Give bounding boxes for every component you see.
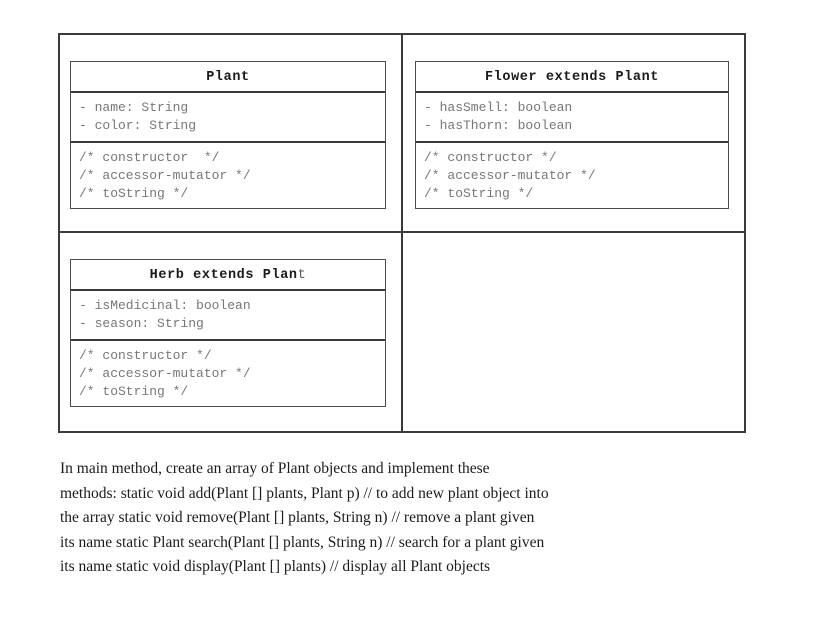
note-line: its name static Plant search(Plant [] pl… (60, 533, 545, 551)
method-line: /* toString */ (79, 384, 189, 399)
attribute-line: - isMedicinal: boolean (79, 298, 251, 313)
attribute-line: - name: String (79, 100, 189, 115)
method-line: /* constructor */ (79, 150, 220, 165)
class-title-flower: Flower extends Plant (416, 62, 728, 93)
class-methods-plant: /* constructor */ /* accessor-mutator */… (71, 143, 385, 209)
class-attributes-plant: - name: String - color: String (71, 93, 385, 143)
class-box-herb: Herb extends Plant - isMedicinal: boolea… (70, 259, 386, 407)
class-title-plant: Plant (71, 62, 385, 93)
class-methods-herb: /* constructor */ /* accessor-mutator */… (71, 341, 385, 407)
note-line: methods: static void add(Plant [] plants… (60, 484, 549, 502)
uml-class-diagram-table: Plant - name: String - color: String /* … (58, 33, 746, 433)
method-line: /* toString */ (79, 186, 189, 201)
diagram-cell-top-right: Flower extends Plant - hasSmell: boolean… (403, 35, 744, 233)
class-title-herb-text: Herb extends Plan (149, 268, 298, 283)
class-title-plant-text: Plant (206, 70, 250, 85)
class-title-herb-tail: t (297, 268, 307, 283)
method-line: /* accessor-mutator */ (424, 168, 596, 183)
diagram-cell-top-left: Plant - name: String - color: String /* … (60, 35, 403, 233)
method-line: /* accessor-mutator */ (79, 366, 251, 381)
method-line: /* constructor */ (79, 348, 212, 363)
attribute-line: - hasSmell: boolean (424, 100, 573, 115)
diagram-cell-bottom-right-empty (403, 233, 744, 431)
class-box-plant: Plant - name: String - color: String /* … (70, 61, 386, 209)
method-line: /* constructor */ (424, 150, 557, 165)
note-line: its name static void display(Plant [] pl… (60, 558, 491, 575)
attribute-line: - season: String (79, 316, 204, 331)
class-attributes-herb: - isMedicinal: boolean - season: String (71, 291, 385, 341)
class-title-flower-text: Flower extends Plant (484, 70, 660, 85)
attribute-line: - hasThorn: boolean (424, 118, 573, 133)
class-attributes-flower: - hasSmell: boolean - hasThorn: boolean (416, 93, 728, 143)
class-title-herb: Herb extends Plant (71, 260, 385, 291)
note-line: the array static void remove(Plant [] pl… (60, 509, 535, 526)
method-line: /* accessor-mutator */ (79, 168, 251, 183)
note-line: In main method, create an array of Plant… (60, 460, 490, 477)
diagram-cell-bottom-left: Herb extends Plant - isMedicinal: boolea… (60, 233, 403, 431)
class-methods-flower: /* constructor */ /* accessor-mutator */… (416, 143, 728, 209)
attribute-line: - color: String (79, 118, 197, 133)
method-line: /* toString */ (424, 186, 534, 201)
class-box-flower: Flower extends Plant - hasSmell: boolean… (415, 61, 729, 209)
assignment-note: In main method, create an array of Plant… (60, 457, 660, 580)
